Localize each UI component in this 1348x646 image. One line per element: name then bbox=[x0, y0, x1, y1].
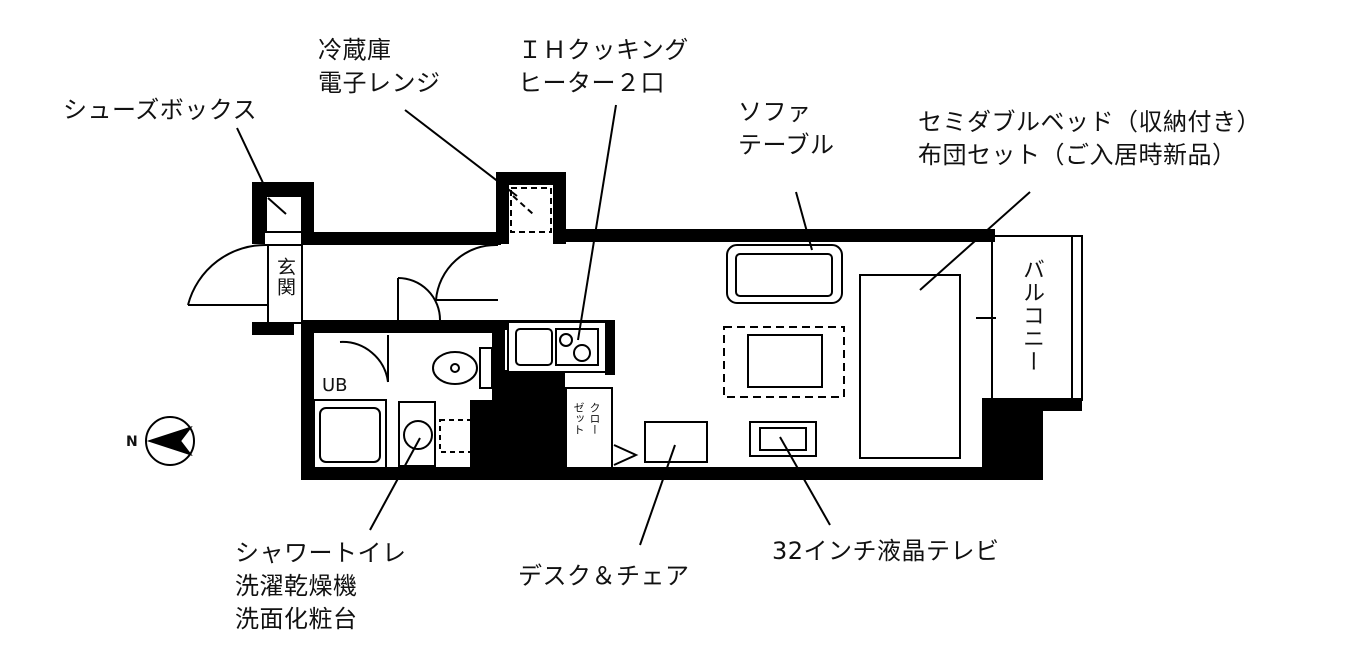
shower-label: シャワートイレ 洗濯乾燥機 洗面化粧台 bbox=[235, 539, 407, 633]
entrance-label: 玄関 bbox=[274, 257, 296, 297]
desk-label: デスク＆チェア bbox=[518, 562, 690, 590]
fridge-label: 冷蔵庫 電子レンジ bbox=[318, 36, 441, 97]
compass-icon bbox=[145, 416, 195, 466]
shoebox-label: シューズボックス bbox=[63, 96, 258, 124]
toilet-washer bbox=[398, 347, 493, 467]
balcony-label: バルコニー bbox=[1019, 258, 1044, 373]
compass-n-label: N bbox=[126, 434, 138, 450]
bed-label: セミダブルベッド（収納付き） 布団セット（ご入居時新品） bbox=[918, 108, 1261, 169]
fridge-box bbox=[510, 187, 552, 233]
unit-bath-label: UB bbox=[322, 375, 348, 396]
shoebox-box bbox=[265, 195, 303, 233]
sofa-label: ソファ テーブル bbox=[738, 98, 835, 159]
tv-label: 32インチ液晶テレビ bbox=[772, 537, 1000, 565]
walls bbox=[252, 172, 1082, 480]
balcony-outline bbox=[976, 235, 1083, 401]
leader-lines bbox=[236, 104, 1031, 546]
ih-label: ＩＨクッキング ヒーター２口 bbox=[518, 36, 689, 97]
doors bbox=[187, 243, 499, 383]
furniture bbox=[644, 244, 961, 463]
closet-label-1: クロー bbox=[588, 402, 601, 435]
closet-label-2: ゼット bbox=[572, 402, 585, 435]
kitchen bbox=[507, 321, 607, 373]
unit-bath bbox=[313, 399, 387, 469]
closet bbox=[565, 387, 639, 469]
